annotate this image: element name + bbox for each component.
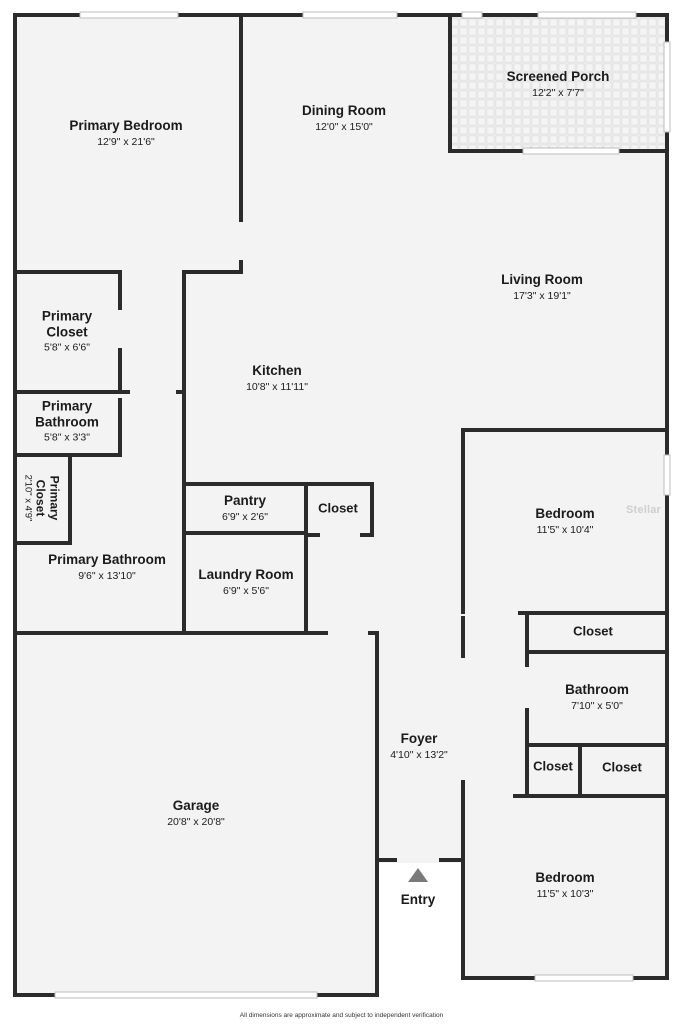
room-name: Closet [602,759,642,775]
room-name: Dining Room [302,103,386,119]
room-dimensions: 4'10" x 13'2" [390,748,448,761]
room-name: Foyer [400,731,438,747]
room-name: Living Room [501,272,583,288]
room-living-room: Living Room 17'3" x 19'1" [501,272,583,302]
room-dimensions: 5'8" x 3'3" [44,431,90,444]
footer-disclaimer: All dimensions are approximate and subje… [239,1012,444,1019]
room-name: Primary Bedroom [69,118,183,134]
room-dimensions: 11'5" x 10'4" [536,523,594,536]
room-name: Bathroom [565,682,629,698]
room-bedroom-2: Bedroom 11'5" x 10'3" [535,870,594,900]
room-name: Closet [318,500,358,516]
room-primary-closet-small: Primary Closet 2'10" x 4'9" [22,474,62,522]
room-kitchen-closet: Closet [318,500,358,517]
room-primary-bathroom: Primary Bathroom 9'6" x 13'10" [48,552,166,582]
room-bedroom-1: Bedroom 11'5" x 10'4" [535,506,594,536]
room-name: Closet [573,623,613,639]
room-kitchen: Kitchen 10'8" x 11'11" [246,363,308,393]
screened-porch-floor [450,17,665,151]
entry-arrow-icon [408,868,428,882]
room-garage: Garage 20'8" x 20'8" [167,798,225,828]
watermark: Stellar [626,504,662,516]
room-bathroom: Bathroom 7'10" x 5'0" [565,682,629,712]
room-name-line2: Closet [46,323,88,339]
room-primary-bathroom-small: Primary Bathroom 5'8" x 3'3" [35,398,99,443]
room-primary-closet: Primary Closet 5'8" x 6'6" [42,308,92,353]
room-dimensions: 9'6" x 13'10" [78,569,136,582]
room-foyer: Foyer 4'10" x 13'2" [390,731,448,761]
room-name-line2: Closet [33,479,48,517]
room-name: Bedroom [535,870,595,886]
room-name-line1: Primary [41,308,93,324]
room-name-line2: Bathroom [35,413,99,429]
room-name: Pantry [223,493,267,509]
room-name: Garage [172,798,220,814]
room-name: Entry [400,892,436,908]
room-name: Screened Porch [506,69,610,85]
room-dimensions: 2'10" x 4'9" [22,474,34,522]
room-right-closet: Closet [602,759,642,776]
room-screened-porch: Screened Porch 12'2" x 7'7" [507,69,610,99]
room-small-closet: Closet [533,758,573,775]
room-name: Bedroom [535,506,595,522]
room-dimensions: 10'8" x 11'11" [246,380,308,393]
room-dimensions: 12'9" x 21'6" [97,135,155,148]
room-laundry-room: Laundry Room 6'9" x 5'6" [198,567,293,597]
room-dimensions: 7'10" x 5'0" [571,699,623,712]
room-name: Kitchen [252,363,302,379]
windows [54,11,671,999]
room-dimensions: 12'2" x 7'7" [532,86,584,99]
room-dimensions: 20'8" x 20'8" [167,815,225,828]
room-name: Laundry Room [198,567,294,583]
room-hall-closet: Closet [573,623,613,640]
room-dimensions: 6'9" x 2'6" [222,510,268,523]
room-name-line1: Primary [47,475,62,521]
room-name: Closet [533,758,573,774]
room-dimensions: 12'0" x 15'0" [315,120,373,133]
room-name: Primary Bathroom [48,552,166,568]
room-dining-room: Dining Room 12'0" x 15'0" [302,103,386,133]
room-dimensions: 17'3" x 19'1" [513,289,571,302]
entry-label: Entry [401,892,436,908]
room-primary-bedroom: Primary Bedroom 12'9" x 21'6" [69,118,182,148]
room-dimensions: 11'5" x 10'3" [536,887,594,900]
room-dimensions: 5'8" x 6'6" [44,341,90,354]
room-pantry: Pantry 6'9" x 2'6" [222,493,268,523]
room-dimensions: 6'9" x 5'6" [223,584,269,597]
room-name-line1: Primary [41,398,93,414]
